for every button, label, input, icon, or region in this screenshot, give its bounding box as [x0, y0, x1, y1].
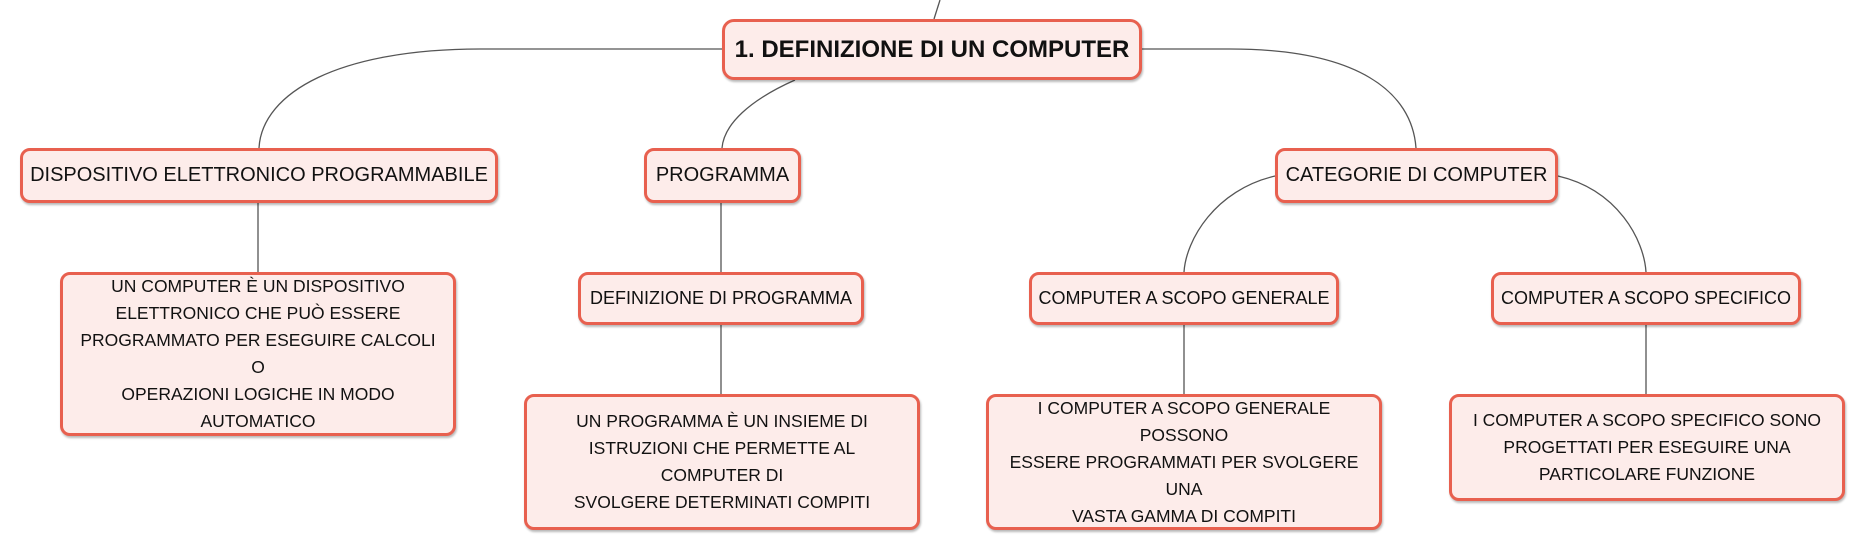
connector-categorie-to-generale — [1183, 175, 1276, 273]
connector-root-to-programma — [721, 79, 796, 149]
scopo-generale-detail-node[interactable]: I COMPUTER A SCOPO GENERALE POSSONO ESSE… — [986, 394, 1382, 530]
detail-line: UN COMPUTER È UN DISPOSITIVO — [111, 276, 405, 296]
definizione-programma-label: DEFINIZIONE DI PROGRAMMA — [589, 288, 852, 308]
detail-line: I COMPUTER A SCOPO SPECIFICO SONO — [1472, 410, 1822, 430]
detail-line: PARTICOLARE FUNZIONE — [1538, 464, 1756, 484]
scopo-specifico-detail-node[interactable]: I COMPUTER A SCOPO SPECIFICO SONO PROGET… — [1449, 394, 1845, 501]
dispositivo-detail-text: UN COMPUTER È UN DISPOSITIVO ELETTRONICO… — [75, 273, 441, 435]
detail-line: I COMPUTER A SCOPO GENERALE POSSONO — [1037, 397, 1331, 445]
scopo-specifico-detail-text: I COMPUTER A SCOPO SPECIFICO SONO PROGET… — [1473, 407, 1821, 488]
connector-categorie-to-specifico — [1557, 175, 1647, 273]
connector-root-to-categorie — [1142, 48, 1417, 149]
detail-line: PROGETTATI PER ESEGUIRE UNA — [1503, 437, 1791, 457]
detail-line: ELETTRONICO CHE PUÒ ESSERE — [115, 303, 401, 323]
branch-programma-label: PROGRAMMA — [655, 164, 790, 186]
root-topic-label: 1. DEFINIZIONE DI UN COMPUTER — [734, 35, 1130, 63]
detail-line: AUTOMATICO — [200, 411, 316, 431]
detail-line: SVOLGERE DETERMINATI COMPITI — [573, 492, 871, 512]
connector-root-to-dispositivo — [258, 48, 722, 149]
root-topic-node[interactable]: 1. DEFINIZIONE DI UN COMPUTER — [722, 19, 1142, 80]
scopo-generale-node[interactable]: COMPUTER A SCOPO GENERALE — [1029, 272, 1339, 325]
branch-programma-node[interactable]: PROGRAMMA — [644, 148, 801, 203]
scopo-specifico-node[interactable]: COMPUTER A SCOPO SPECIFICO — [1491, 272, 1801, 325]
detail-line: ESSERE PROGRAMMATI PER SVOLGERE UNA — [1009, 451, 1359, 499]
dispositivo-detail-node[interactable]: UN COMPUTER È UN DISPOSITIVO ELETTRONICO… — [60, 272, 456, 436]
scopo-generale-detail-text: I COMPUTER A SCOPO GENERALE POSSONO ESSE… — [1001, 395, 1367, 530]
definizione-programma-detail-text: UN PROGRAMMA È UN INSIEME DI ISTRUZIONI … — [539, 408, 905, 516]
detail-line: ISTRUZIONI CHE PERMETTE AL COMPUTER DI — [588, 438, 856, 485]
connector-parent-to-root — [933, 0, 941, 20]
scopo-generale-label: COMPUTER A SCOPO GENERALE — [1038, 288, 1330, 308]
branch-categorie-node[interactable]: CATEGORIE DI COMPUTER — [1275, 148, 1558, 203]
scopo-specifico-label: COMPUTER A SCOPO SPECIFICO — [1500, 288, 1792, 308]
detail-line: PROGRAMMATO PER ESEGUIRE CALCOLI O — [80, 330, 436, 377]
branch-dispositivo-label: DISPOSITIVO ELETTRONICO PROGRAMMABILE — [30, 164, 488, 186]
definizione-programma-node[interactable]: DEFINIZIONE DI PROGRAMMA — [578, 272, 864, 325]
branch-dispositivo-node[interactable]: DISPOSITIVO ELETTRONICO PROGRAMMABILE — [20, 148, 498, 203]
detail-line: VASTA GAMMA DI COMPITI — [1072, 505, 1296, 526]
detail-line: UN PROGRAMMA È UN INSIEME DI — [576, 411, 868, 431]
definizione-programma-detail-node[interactable]: UN PROGRAMMA È UN INSIEME DI ISTRUZIONI … — [524, 394, 920, 530]
branch-categorie-label: CATEGORIE DI COMPUTER — [1285, 164, 1548, 186]
detail-line: OPERAZIONI LOGICHE IN MODO — [121, 384, 395, 404]
